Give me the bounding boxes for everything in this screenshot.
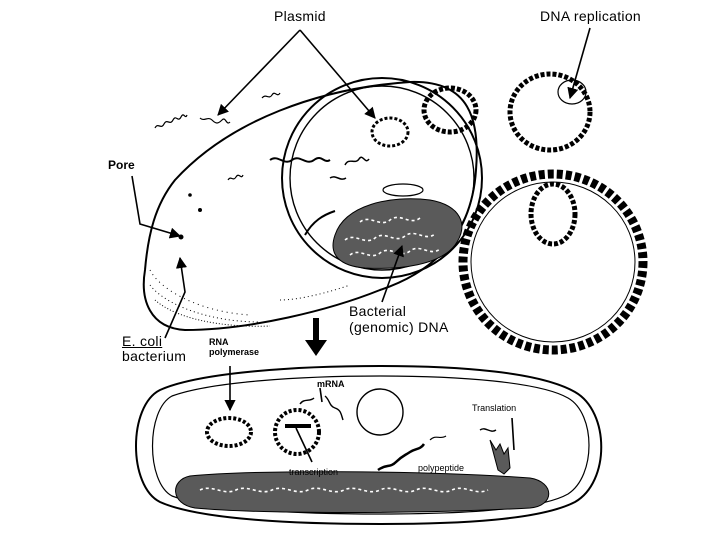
mrna-label: mRNA bbox=[317, 379, 345, 389]
cell-cross-section-inner bbox=[289, 85, 475, 271]
plasmid-icon bbox=[370, 116, 410, 148]
translation-label: Translation bbox=[472, 403, 517, 413]
bacterial-dna-label-line2: (genomic) DNA bbox=[349, 319, 449, 335]
polypeptide-label: polypeptide bbox=[418, 463, 465, 473]
pore-label: Pore bbox=[108, 158, 135, 172]
cell-cross-section-outer bbox=[281, 77, 483, 279]
plasmid-label: Plasmid bbox=[274, 8, 326, 24]
free-plasmids bbox=[154, 92, 281, 181]
bottom-cell bbox=[135, 364, 603, 526]
genomic-dna-icon bbox=[332, 198, 463, 269]
plasmid-icon bbox=[507, 71, 593, 153]
plasmid-icon bbox=[356, 388, 404, 436]
dna-replication-label: DNA replication bbox=[540, 8, 641, 24]
bottom-cell-outer bbox=[135, 364, 603, 526]
arrow-down-icon bbox=[305, 318, 327, 356]
ecoli-label-line2: bacterium bbox=[122, 348, 187, 364]
plasmid-icon bbox=[273, 408, 321, 456]
transcription-label: transcription bbox=[289, 467, 339, 477]
ecoli-label-line1: E. coli bbox=[122, 333, 163, 349]
rna-polymerase-label-line2: polymerase bbox=[209, 347, 260, 357]
dna-replication-plasmids bbox=[421, 71, 648, 355]
ecoli-cell bbox=[142, 77, 483, 332]
replicating-plasmid bbox=[458, 169, 648, 355]
genomic-dna-icon bbox=[175, 471, 550, 513]
plasmid-icon bbox=[205, 416, 253, 448]
rna-polymerase-label-line1: RNA bbox=[209, 337, 229, 347]
leader-lines bbox=[131, 27, 591, 463]
ribosome-icon bbox=[489, 439, 511, 475]
bacterial-dna-label-line1: Bacterial bbox=[349, 303, 407, 319]
plasmid-icon bbox=[421, 85, 479, 135]
